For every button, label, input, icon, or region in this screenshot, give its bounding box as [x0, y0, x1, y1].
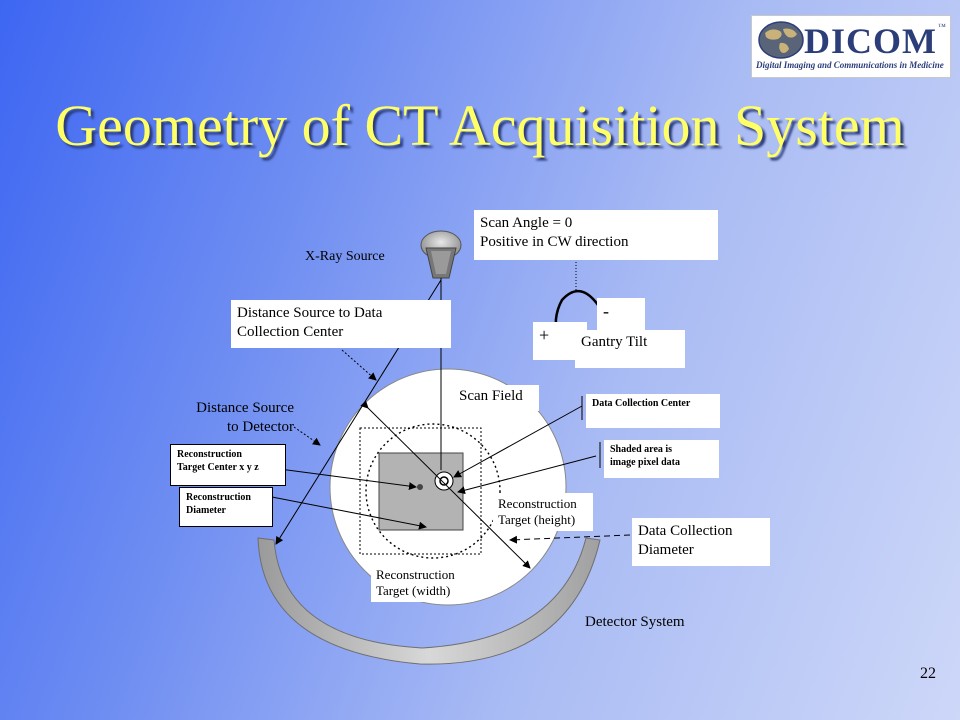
logo-tagline: Digital Imaging and Communications in Me… [756, 60, 944, 70]
diameter-leader [271, 496, 427, 530]
logo-trademark: ™ [938, 22, 946, 31]
distance-source-center-label: Distance Source to Data Collection Cente… [231, 300, 451, 348]
data-collection-diameter-leader [509, 534, 631, 544]
globe-icon [758, 21, 804, 59]
page-number: 22 [920, 665, 936, 682]
minus-sign-box: - [597, 298, 645, 332]
scan-angle-label: Scan Angle = 0 Positive in CW direction [474, 210, 718, 260]
diameter-line [360, 400, 531, 569]
shaded-area-line2: image pixel data [610, 456, 680, 468]
shaded-leader [457, 455, 597, 495]
reconstruction-target-center-label: Reconstruction Target Center x y z [170, 444, 286, 486]
detector-system-label: Detector System [585, 614, 685, 630]
reconstruction-target-height-line2: Target (height) [498, 512, 576, 528]
target-center-leader [271, 467, 417, 491]
distance-source-center-line1: Distance Source to Data [237, 305, 383, 321]
reconstruction-target-width-line2: Target (width) [376, 583, 451, 599]
shaded-area-line1: Shaded area is [610, 444, 673, 455]
reconstruction-diameter-line2: Diameter [186, 504, 226, 516]
data-collection-center-marker [434, 471, 454, 491]
reconstruction-target-height-line1: Reconstruction [498, 496, 577, 511]
gantry-tilt-label: Gantry Tilt [575, 330, 685, 368]
reconstruction-diameter-line1: Reconstruction [186, 492, 251, 503]
reconstruction-target-center-line1: Reconstruction [177, 449, 242, 460]
slide-title: Geometry of CT Acquisition System [55, 93, 905, 158]
reconstruction-target-width-line1: Reconstruction [376, 567, 455, 582]
detector-arc [257, 537, 601, 665]
reconstruction-center-dot [417, 484, 423, 490]
distance-source-center-line2: Collection Center [237, 323, 344, 340]
data-collection-diameter-line2: Diameter [638, 541, 694, 558]
x-ray-source-label: X-Ray Source [305, 249, 385, 264]
scan-field-label: Scan Field [453, 385, 539, 411]
distance-source-detector-label: Distance Source to Detector [180, 399, 294, 437]
reconstruction-target-width-label: Reconstruction Target (width) [371, 564, 473, 602]
distance-center-leader [341, 349, 377, 381]
data-collection-diameter-line1: Data Collection [638, 523, 733, 539]
reconstruction-target-height-label: Reconstruction Target (height) [493, 493, 593, 531]
distance-source-detector-line2: to Detector [226, 418, 294, 435]
distance-detector-leader [293, 426, 321, 446]
image-pixel-area [378, 452, 464, 531]
reconstruction-diameter-label: Reconstruction Diameter [179, 487, 273, 527]
x-ray-source-icon [420, 230, 462, 279]
distance-source-detector-line1: Distance Source [196, 400, 294, 416]
data-collection-center-label: Data Collection Center [586, 394, 720, 428]
scan-angle-line2: Positive in CW direction [480, 233, 629, 250]
shaded-area-label: Shaded area is image pixel data [604, 440, 719, 478]
scan-angle-line1: Scan Angle = 0 [480, 215, 573, 231]
center-leader [453, 405, 583, 478]
data-collection-diameter-label: Data Collection Diameter [632, 518, 770, 566]
logo-wordmark: DICOM [804, 21, 937, 61]
dicom-logo: DICOM ™ Digital Imaging and Communicatio… [751, 15, 951, 78]
reconstruction-target-center-line2: Target Center x y z [177, 461, 259, 473]
